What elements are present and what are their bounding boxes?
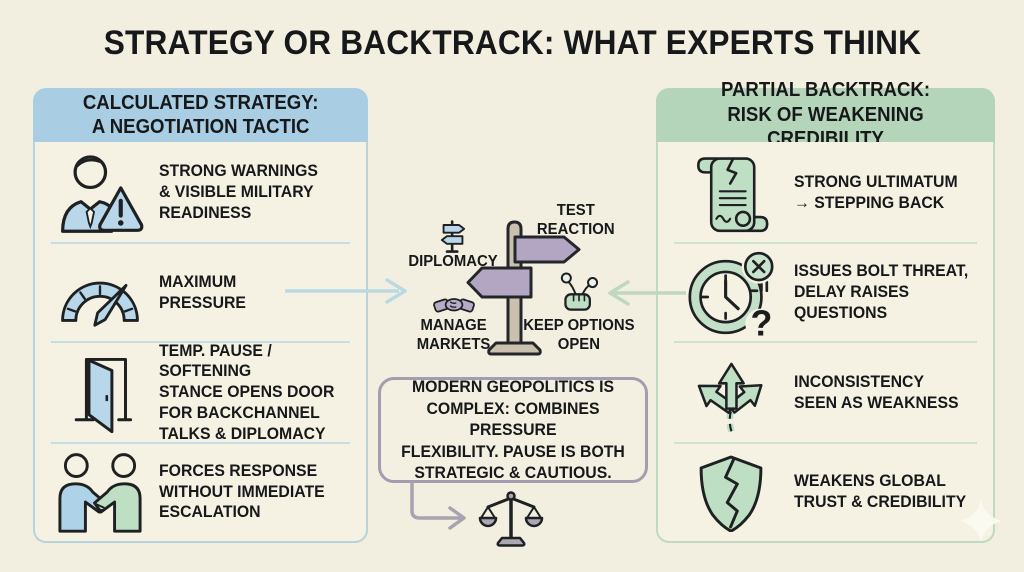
scales-icon: [478, 491, 544, 547]
list-item: MAXIMUM PRESSURE: [35, 243, 366, 343]
signpost-graphic: [466, 220, 581, 356]
elbow-arrow: [410, 481, 466, 530]
list-item: STRONG ULTIMATUM → STEPPING BACK: [658, 142, 993, 244]
list-item: STRONG WARNINGS & VISIBLE MILITARY READI…: [35, 142, 366, 244]
list-item: INCONSISTENCY SEEN AS WEAKNESS: [658, 342, 993, 444]
right-panel-body: STRONG ULTIMATUM → STEPPING BACK: [656, 142, 995, 543]
item-text: TEMP. PAUSE / SOFTENING STANCE OPENS DOO…: [159, 340, 335, 443]
item-text: INCONSISTENCY SEEN AS WEAKNESS: [794, 371, 959, 412]
left-panel-body: STRONG WARNINGS & VISIBLE MILITARY READI…: [33, 142, 368, 543]
item-text: STRONG ULTIMATUM → STEPPING BACK: [794, 171, 958, 212]
label-diplomacy: DIPLOMACY: [408, 253, 498, 270]
left-to-center-arrow: [285, 278, 407, 304]
item-text: WEAKENS GLOBAL TRUST & CREDIBILITY: [794, 471, 967, 511]
right-panel-header: PARTIAL BACKTRACK: RISK OF WEAKENING CRE…: [656, 79, 995, 150]
hand-sprout-icon: [560, 272, 599, 311]
gauge-icon: [35, 255, 159, 331]
torn-scroll-icon: [658, 150, 794, 236]
page-title: STRATEGY OR BACKTRACK: WHAT EXPERTS THIN…: [103, 24, 921, 62]
label-test-reaction: TEST REACTION: [537, 202, 615, 239]
broken-shield-icon: [658, 452, 794, 532]
left-panel: CALCULATED STRATEGY: A NEGOTIATION TACTI…: [33, 88, 368, 543]
mini-signpost-icon: [440, 220, 466, 253]
handshake-people-icon: [35, 451, 159, 533]
right-to-center-arrow: [608, 280, 686, 306]
item-text: MAXIMUM PRESSURE: [159, 271, 246, 312]
svg-text:?: ?: [751, 303, 773, 339]
item-text: FORCES RESPONSE WITHOUT IMMEDIATE ESCALA…: [159, 460, 325, 522]
open-door-icon: [35, 349, 159, 437]
item-text: ISSUES BOLT THREAT, DELAY RAISES QUESTIO…: [794, 261, 969, 322]
left-panel-header: CALCULATED STRATEGY: A NEGOTIATION TACTI…: [33, 88, 368, 142]
clock-question-icon: ?: [658, 246, 794, 340]
branching-arrows-icon: [658, 353, 794, 433]
item-text: STRONG WARNINGS & VISIBLE MILITARY READI…: [159, 161, 318, 222]
mini-handshake-icon: [433, 298, 475, 313]
list-item: ? ISSUES BOLT THREAT, DELAY RAISES QUEST…: [658, 243, 993, 343]
list-item: WEAKENS GLOBAL TRUST & CREDIBILITY: [658, 443, 993, 541]
label-keep-options-open: KEEP OPTIONS OPEN: [523, 317, 635, 354]
label-manage-markets: MANAGE MARKETS: [417, 317, 491, 354]
sparkle-watermark: [960, 500, 1002, 542]
person-warning-icon: [35, 151, 159, 234]
list-item: FORCES RESPONSE WITHOUT IMMEDIATE ESCALA…: [35, 443, 366, 541]
summary-note: MODERN GEOPOLITICS IS COMPLEX: COMBINES …: [378, 377, 648, 483]
list-item: TEMP. PAUSE / SOFTENING STANCE OPENS DOO…: [35, 340, 366, 444]
right-panel: PARTIAL BACKTRACK: RISK OF WEAKENING CRE…: [656, 79, 995, 543]
